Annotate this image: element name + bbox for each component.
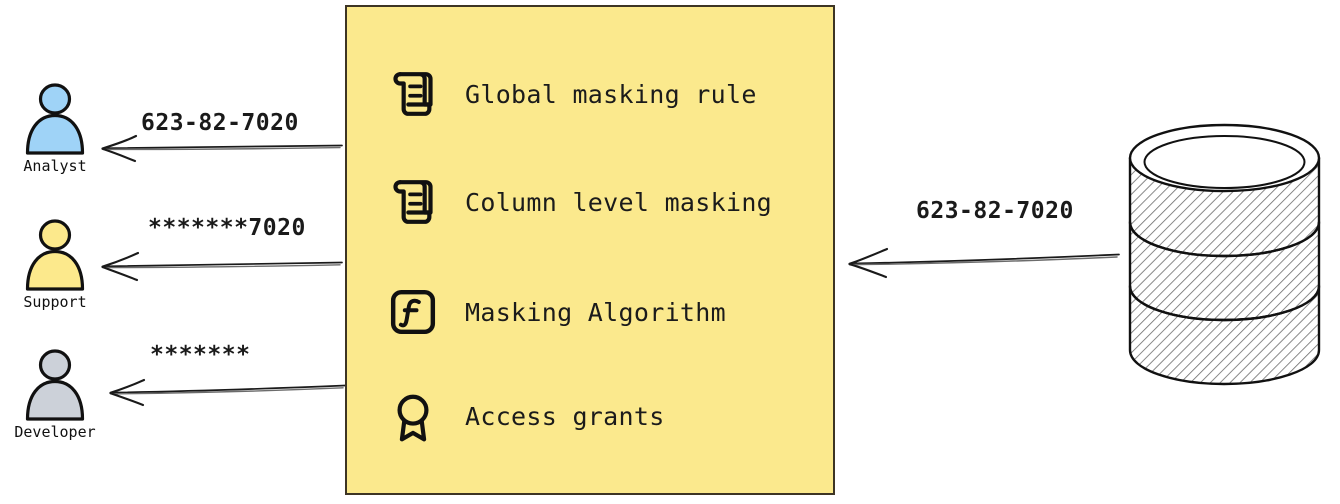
policy-item-label: Column level masking — [465, 187, 773, 217]
arrow-icon — [109, 378, 346, 407]
policy-item-column-level-masking[interactable]: Column level masking — [385, 171, 772, 233]
arrow-to-analyst — [96, 118, 346, 174]
award-ribbon-icon — [397, 394, 429, 442]
actor-label: Analyst — [23, 157, 87, 175]
policy-item-global-masking-rule[interactable]: Global masking rule — [385, 63, 757, 125]
actor-label: Developer — [14, 423, 96, 441]
policy-item-label: Access grants — [465, 401, 665, 431]
arrow-label-database: 623-82-7020 — [916, 198, 1074, 224]
actor-label: Support — [23, 293, 87, 311]
actor-developer[interactable]: Developer — [0, 348, 110, 441]
actor-support[interactable]: Support — [0, 218, 110, 311]
policy-item-label: Global masking rule — [465, 79, 757, 109]
arrow-from-database — [843, 232, 1123, 288]
arrow-icon — [848, 247, 1120, 279]
arrow-label-analyst: 623-82-7020 — [141, 110, 299, 136]
database-cylinder-icon — [1128, 123, 1321, 386]
actor-analyst[interactable]: Analyst — [0, 82, 110, 175]
policy-item-masking-algorithm[interactable]: Masking Algorithm — [385, 281, 726, 343]
policy-item-access-grants[interactable]: Access grants — [385, 385, 665, 447]
arrow-label-support: *******7020 — [148, 215, 306, 241]
function-icon — [390, 289, 436, 335]
person-icon — [25, 219, 85, 291]
person-icon — [25, 83, 85, 155]
policy-item-label: Masking Algorithm — [465, 297, 726, 327]
arrow-icon — [101, 134, 343, 163]
scroll-icon — [393, 180, 433, 224]
policy-box: Global masking rule Column level masking… — [345, 5, 835, 495]
arrow-to-developer — [104, 363, 349, 419]
arrow-icon — [101, 251, 343, 282]
database-cylinder[interactable] — [1118, 118, 1333, 398]
arrow-to-support — [96, 237, 346, 293]
arrow-label-developer: ******* — [150, 342, 251, 368]
scroll-icon — [393, 72, 433, 116]
person-icon — [25, 349, 85, 421]
